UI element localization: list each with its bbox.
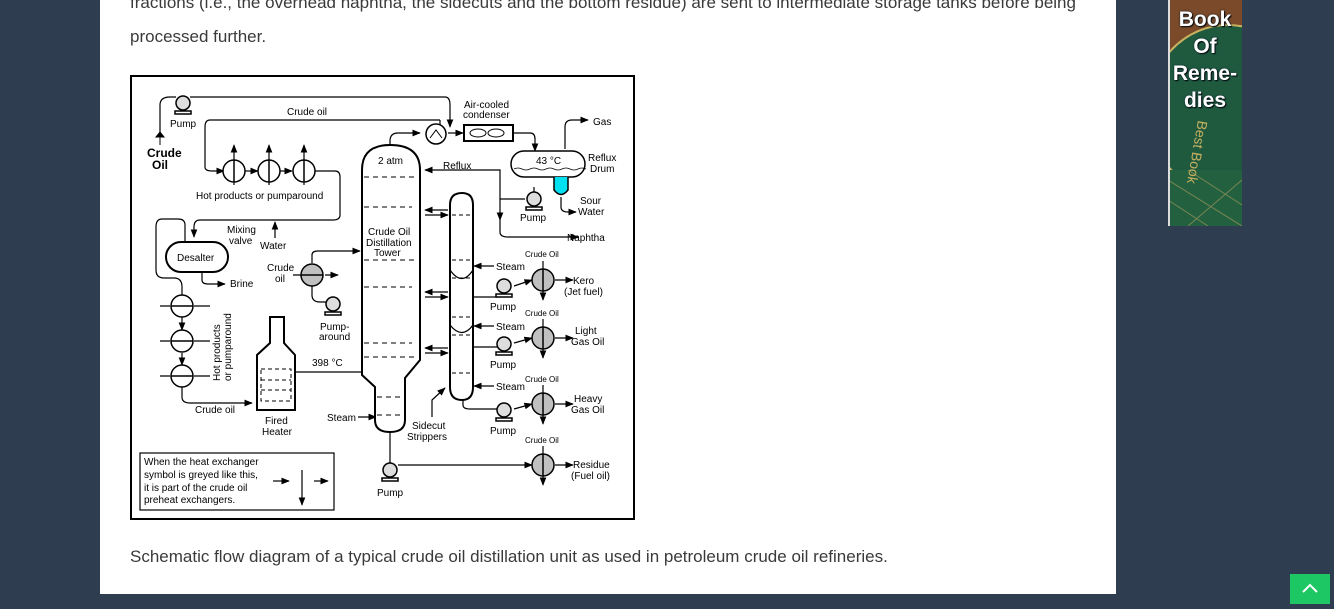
diagram-label: Light: [575, 326, 597, 337]
diagram-label: Desalter: [177, 253, 215, 264]
diagram-label: Naphtha: [567, 233, 605, 244]
diagram-label: Gas Oil: [571, 405, 604, 416]
diagram-label: Water: [578, 207, 605, 218]
diagram-label: Steam: [496, 322, 525, 333]
distillation-tower: [361, 143, 421, 434]
diagram-label: Crude Oil: [525, 309, 559, 318]
sidebar-ad-book-of-remedies[interactable]: Best Book Book Of Reme- dies: [1168, 0, 1242, 226]
diagram-label: it is part of the crude oil: [144, 483, 247, 494]
diagram-label: around: [319, 332, 350, 343]
label-pump: Pump: [170, 119, 197, 130]
crude-oil-input-arrow: [154, 131, 166, 145]
chevron-up-icon: [1302, 583, 1318, 593]
diagram-label: Steam: [496, 382, 525, 393]
diagram-label: Pump: [490, 360, 517, 371]
preheat-exchangers: [170, 159, 316, 388]
diagram-label: Pump-: [320, 322, 349, 333]
diagram-label: Pump: [490, 426, 517, 437]
diagram-label: symbol is greyed like this,: [144, 470, 258, 481]
diagram-label: Kero: [573, 276, 595, 287]
sidecut-stripper: [449, 191, 474, 402]
diagram-label: Hot products: [212, 324, 223, 381]
diagram-label: Brine: [230, 279, 254, 290]
article-paragraph: fractions (i.e., the overhead naphtha, t…: [130, 0, 1100, 54]
desalter: [165, 241, 229, 273]
diagram-label: Crude Oil: [525, 250, 559, 259]
ad-title: Book Of Reme- dies: [1172, 8, 1238, 112]
diagram-label: Crude: [147, 146, 182, 160]
diagram-label: Hot products or pumparound: [196, 191, 323, 202]
diagram-label: Reflux: [588, 153, 616, 164]
diagram-label: Drum: [590, 164, 614, 175]
diagram-label: Steam: [327, 413, 356, 424]
diagram-label: Crude Oil: [525, 375, 559, 384]
diagram-label: Fired: [265, 416, 288, 427]
diagram-label: 398 °C: [312, 358, 343, 369]
crude-distillation-diagram: Pump Crude Oil Crude oil Air-cooled cond…: [130, 75, 635, 520]
diagram-label: Crude Oil: [525, 436, 559, 445]
diagram-label: Oil: [152, 158, 168, 172]
diagram-label: Distillation: [366, 238, 412, 249]
scroll-to-top-button[interactable]: [1290, 574, 1330, 604]
diagram-label: Gas Oil: [571, 337, 604, 348]
book-cover-image: Best Book: [1168, 0, 1242, 226]
diagram-label: (Jet fuel): [564, 287, 603, 298]
diagram-label: Reflux: [443, 161, 471, 172]
paragraph-line: processed further.: [130, 27, 267, 46]
diagram-label: Mixing: [227, 225, 256, 236]
diagram-label: condenser: [463, 110, 510, 121]
diagram-label: Sour: [580, 196, 602, 207]
diagram-label: Crude oil: [287, 107, 327, 118]
article-content: fractions (i.e., the overhead naphtha, t…: [100, 0, 1116, 594]
diagram-label: Air-cooled: [464, 100, 509, 111]
diagram-label: or pumparound: [223, 313, 234, 381]
diagram-label: Pump: [490, 302, 517, 313]
diagram-label: Pump: [520, 213, 547, 224]
diagram-label: Crude: [267, 263, 295, 274]
diagram-label: Steam: [496, 262, 525, 273]
fired-heater: [256, 316, 296, 411]
figure-caption: Schematic flow diagram of a typical crud…: [130, 547, 888, 566]
diagram-label: When the heat exchanger: [144, 457, 259, 468]
diagram-label: Water: [260, 241, 287, 252]
paragraph-line: fractions (i.e., the overhead naphtha, t…: [130, 0, 1076, 12]
diagram-label: Heater: [262, 427, 293, 438]
diagram-label: Crude Oil: [368, 227, 410, 238]
diagram-label: preheat exchangers.: [144, 495, 235, 506]
pumps: [174, 95, 543, 482]
diagram-label: oil: [275, 274, 285, 285]
diagram-label: Strippers: [407, 432, 447, 443]
diagram-label: Tower: [374, 248, 401, 259]
reflux-drum: [510, 150, 587, 196]
diagram-label: Gas: [593, 117, 611, 128]
air-cooled-condenser: [463, 124, 514, 142]
diagram-label: Residue: [573, 460, 610, 471]
diagram-label: 43 °C: [536, 156, 561, 167]
diagram-label: Pump: [377, 488, 404, 499]
diagram-label: valve: [229, 236, 253, 247]
overhead-exchanger: [425, 123, 447, 145]
diagram-label: 2 atm: [378, 156, 403, 167]
diagram-label: Crude oil: [195, 405, 235, 416]
diagram-label: Sidecut: [412, 421, 446, 432]
diagram-label: Heavy: [574, 394, 602, 405]
diagram-label: (Fuel oil): [571, 471, 610, 482]
